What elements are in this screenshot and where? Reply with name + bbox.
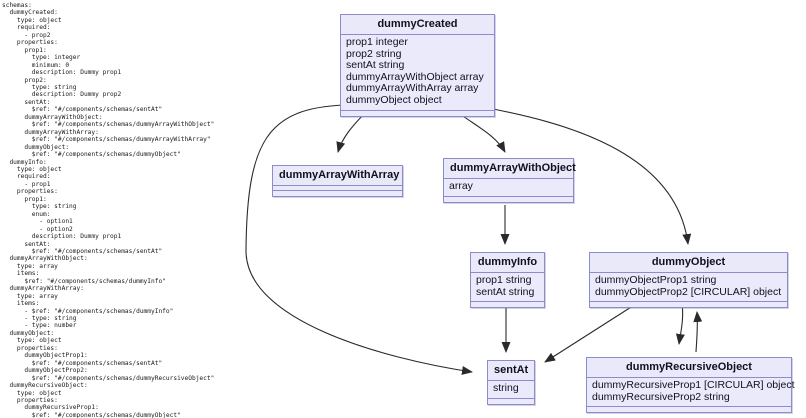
node-dummyCreated[interactable]: dummyCreated prop1 integer prop2 string … [340,14,495,117]
edge-dummyRecursiveObject-dummyObject [693,311,703,353]
node-dummyArrayWithArray[interactable]: dummyArrayWithArray [272,165,403,197]
node-attribute: dummyArrayWithObject array [346,70,484,83]
edge-dummyObject-sentAt [544,301,640,363]
node-attribute: prop2 string [346,47,402,60]
node-dummyObject[interactable]: dummyObject dummyObjectProp1 string dumm… [589,252,788,309]
node-attribute: sentAt string [346,59,405,72]
node-footer [273,191,402,196]
node-footer [341,110,494,116]
node-title: dummyArrayWithArray [273,166,402,186]
node-title: dummyObject [590,253,787,273]
node-dummyArrayWithObject[interactable]: dummyArrayWithObject array [443,158,576,203]
node-title: dummyArrayWithObject [444,159,576,179]
node-footer [587,407,791,413]
yaml-source-text[interactable]: schemas: dummyCreated: type: object requ… [2,2,215,418]
node-footer [590,302,787,308]
node-attribute: dummyObjectProp1 string [595,274,717,286]
node-attribute: dummyObject object [346,93,442,106]
node-attribute: dummyRecursiveProp2 string [592,390,730,403]
node-attribute: dummyObjectProp2 [CIRCULAR] object [595,285,782,298]
yaml-source-pane[interactable]: schemas: dummyCreated: type: object requ… [0,0,248,418]
node-attributes: dummyObjectProp1 string dummyObjectProp2… [590,273,787,303]
node-dummyRecursiveObject[interactable]: dummyRecursiveObject dummyRecursiveProp1… [586,357,795,414]
node-attribute: prop1 string [476,274,532,286]
node-attributes [273,186,402,191]
edge-dummyObject-dummyRecursiveObject [675,301,685,345]
node-attribute: array [449,180,473,192]
node-footer [488,398,534,404]
node-footer [444,196,573,202]
node-title: sentAt [488,361,534,381]
node-dummyInfo[interactable]: dummyInfo prop1 string sentAt string [470,252,545,309]
edge-dummyCreated-sentAt [245,104,473,375]
node-attribute: sentAt string [476,285,535,298]
node-title: dummyRecursiveObject [587,358,791,378]
node-attribute: prop1 integer [346,36,408,48]
node-attributes: prop1 string sentAt string [471,273,544,303]
node-footer [471,302,544,308]
node-title: dummyInfo [471,253,544,273]
node-attributes: prop1 integer prop2 string sentAt string… [341,35,494,111]
node-sentAt[interactable]: sentAt string [487,360,535,405]
node-attribute: string [493,382,519,394]
edge-dummyCreated-dummyObject [487,107,692,245]
node-attributes: dummyRecursiveProp1 [CIRCULAR] object du… [587,378,795,408]
node-title: dummyCreated [341,15,494,35]
node-attribute: dummyArrayWithArray array [346,82,479,95]
node-attributes: string [488,381,534,399]
node-attribute: dummyRecursiveProp1 [CIRCULAR] object [592,379,795,391]
node-attributes: array [444,179,573,197]
